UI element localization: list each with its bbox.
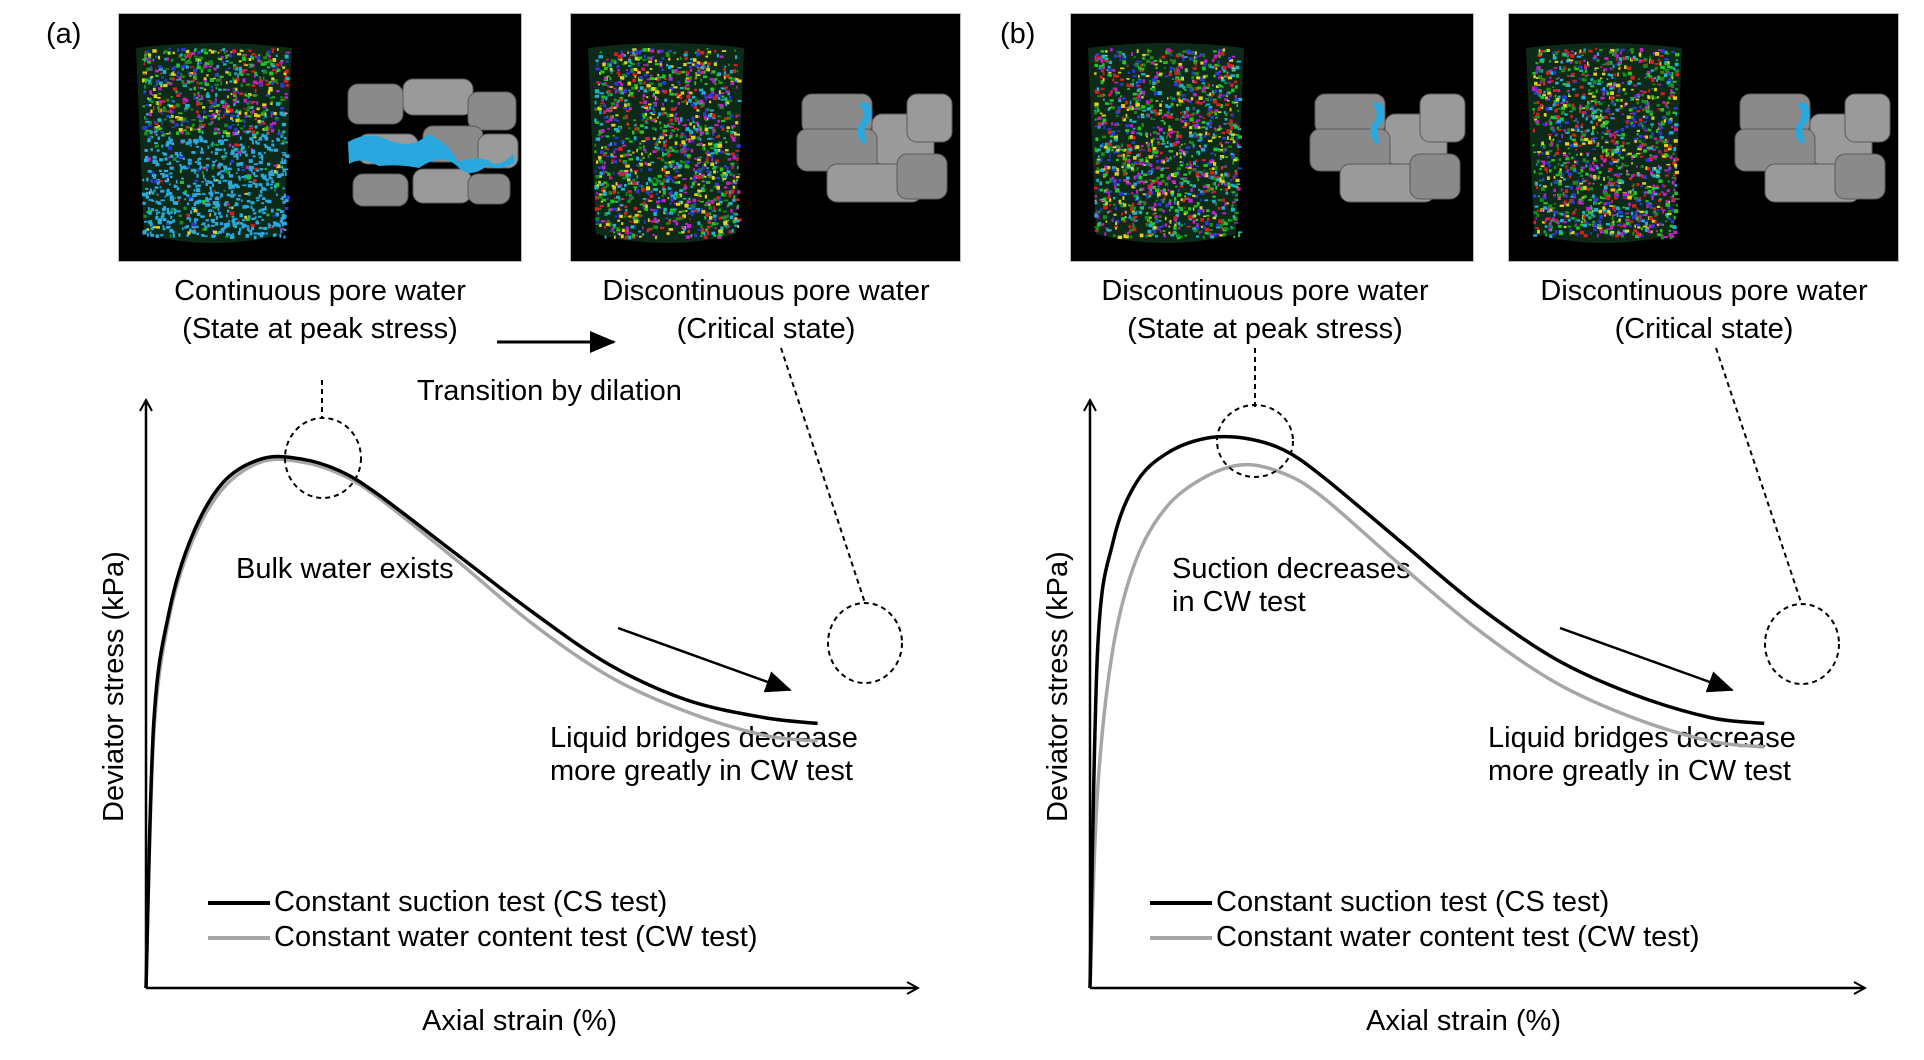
- legend-a-cs: Constant suction test (CS test): [208, 886, 667, 919]
- legend-swatch-cs: [208, 900, 270, 905]
- note-line: in CW test: [1172, 586, 1306, 618]
- caption-line: Discontinuous pore water: [1101, 275, 1429, 307]
- ct-image-b-peak: [1070, 13, 1474, 262]
- grain-cluster: [1734, 93, 1891, 203]
- caption-b-critical: Discontinuous pore water (Critical state…: [1540, 272, 1867, 348]
- legend-b-cw: Constant water content test (CW test): [1150, 921, 1700, 954]
- caption-a-peak: Continuous pore water (State at peak str…: [174, 272, 466, 348]
- cs-curve-a: [144, 454, 818, 989]
- ct-render-a-critical: [588, 43, 953, 243]
- caption-line: Discontinuous pore water: [602, 275, 930, 307]
- pore-water-clusters: [594, 48, 742, 240]
- legend-label: Constant suction test (CS test): [1216, 886, 1610, 918]
- specimen-cylinder: [136, 43, 292, 243]
- pore-water-bridge: [1795, 102, 1810, 144]
- curves-a: [144, 454, 818, 989]
- cw-curve-b: [1088, 462, 1765, 989]
- leader-b-critical: [1715, 347, 1803, 606]
- legend-swatch-cw: [208, 935, 270, 940]
- note-line: more greatly in CW test: [1488, 755, 1791, 787]
- note-line: Bulk water exists: [236, 553, 454, 585]
- highlight-circle-a-critical: [827, 602, 903, 684]
- cs-curve-b: [1088, 434, 1765, 989]
- specimen-cylinder: [1088, 43, 1244, 243]
- caption-line: (Critical state): [1614, 313, 1794, 345]
- panel-b-label: (b): [1000, 18, 1036, 50]
- caption-line: (Critical state): [676, 313, 856, 345]
- highlight-circle-b-peak: [1216, 404, 1294, 478]
- caption-line: (State at peak stress): [1127, 313, 1403, 345]
- ct-render-a-peak: [136, 43, 519, 243]
- pore-water-bridge: [348, 134, 515, 173]
- caption-a-critical: Discontinuous pore water (Critical state…: [602, 272, 929, 348]
- caption-line: Discontinuous pore water: [1540, 275, 1868, 307]
- legend-swatch-cw: [1150, 935, 1212, 940]
- note-line: more greatly in CW test: [550, 755, 853, 787]
- ct-image-b-critical: [1508, 13, 1899, 262]
- leader-a-critical: [780, 347, 866, 604]
- note-b-mid: Suction decreases in CW test: [1172, 553, 1411, 619]
- transition-label: Transition by dilation: [417, 375, 682, 407]
- note-line: Suction decreases: [1172, 553, 1411, 585]
- ct-image-a-peak: [118, 13, 522, 262]
- grain-cluster: [796, 93, 953, 203]
- panel-a-label: (a): [46, 18, 82, 50]
- ct-render-b-peak: [1088, 43, 1466, 243]
- pore-water-clusters: [1532, 48, 1680, 240]
- note-b-end: Liquid bridges decrease more greatly in …: [1488, 722, 1796, 788]
- note-a-end: Liquid bridges decrease more greatly in …: [550, 722, 858, 788]
- curves-b: [1088, 434, 1765, 989]
- legend-swatch-cs: [1150, 900, 1212, 905]
- legend-label: Constant water content test (CW test): [274, 921, 758, 953]
- pore-water-bridge: [857, 102, 872, 144]
- note-line: Liquid bridges decrease: [550, 722, 858, 754]
- pore-water-bridge: [1370, 102, 1385, 144]
- caption-line: (State at peak stress): [182, 313, 458, 345]
- grain-cluster: [1309, 93, 1466, 203]
- trend-arrow-a: [617, 626, 792, 693]
- xlabel-b: Axial strain (%): [1366, 1005, 1561, 1037]
- note-a-mid: Bulk water exists: [236, 553, 454, 586]
- grain-cluster: [347, 78, 519, 207]
- ct-render-b-critical: [1526, 43, 1891, 243]
- caption-b-peak: Discontinuous pore water (State at peak …: [1101, 272, 1428, 348]
- caption-line: Continuous pore water: [174, 275, 466, 307]
- legend-b-cs: Constant suction test (CS test): [1150, 886, 1609, 919]
- xlabel-a: Axial strain (%): [422, 1005, 617, 1037]
- pore-water-clusters: [142, 48, 291, 240]
- note-line: Liquid bridges decrease: [1488, 722, 1796, 754]
- legend-a-cw: Constant water content test (CW test): [208, 921, 758, 954]
- highlight-circle-b-critical: [1764, 603, 1840, 685]
- ct-image-a-critical: [570, 13, 961, 262]
- pore-water-clusters: [1094, 48, 1243, 240]
- cw-curve-a: [144, 457, 818, 989]
- legend-label: Constant water content test (CW test): [1216, 921, 1700, 953]
- highlight-circle-a-peak: [284, 417, 362, 499]
- legend-label: Constant suction test (CS test): [274, 886, 668, 918]
- trend-arrow-b: [1559, 626, 1734, 693]
